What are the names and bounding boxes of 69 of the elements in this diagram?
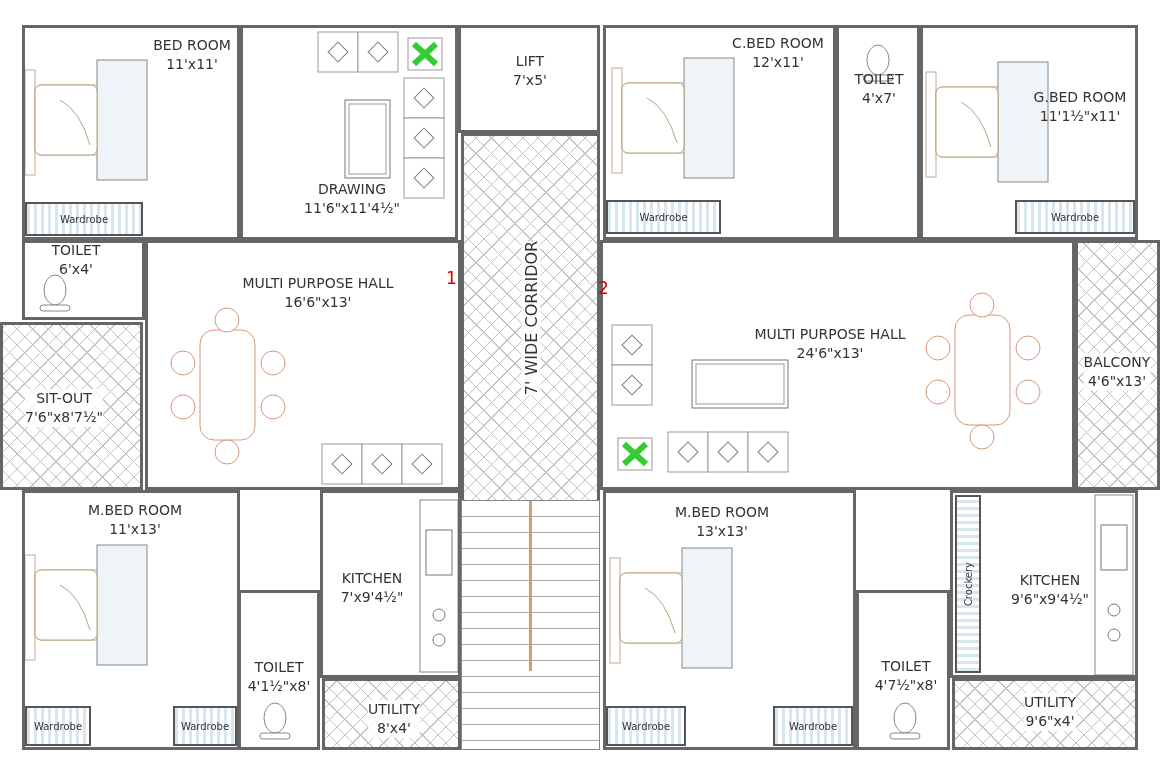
room-name: TOILET (51, 241, 101, 260)
room-name: TOILET (854, 70, 904, 89)
utility-area (322, 678, 461, 750)
bedroom (603, 490, 856, 750)
door-number: 1 (446, 268, 457, 288)
room-dimension: 11'x11' (165, 55, 219, 74)
sit-out (0, 322, 143, 490)
toilet-room (836, 25, 920, 240)
crockery-shelf: Crockery (955, 495, 981, 673)
room-name: SIT-OUT (24, 389, 104, 408)
room-dimension: 11'6"x11'4½" (304, 199, 400, 218)
drawing-room (240, 25, 458, 240)
door-number: 2 (598, 278, 609, 298)
wardrobe: Wardrobe (173, 706, 237, 746)
room-name: C.BED ROOM (732, 34, 824, 53)
room-name: DRAWING (316, 180, 387, 199)
toilet-room (856, 590, 950, 750)
wardrobe: Wardrobe (25, 706, 91, 746)
room-dimension: 4'1½"x8' (247, 677, 311, 696)
room-dimension: 7'x9'4½" (340, 588, 404, 607)
room-dimension: 8'x4' (368, 719, 420, 738)
room-name: KITCHEN (1018, 571, 1082, 590)
room-name: M.BED ROOM (87, 501, 183, 520)
room-dimension: 11'x13' (108, 520, 162, 539)
room-dimension: 24'6"x13' (795, 344, 865, 363)
wardrobe: Wardrobe (1015, 200, 1135, 234)
room-name: UTILITY (368, 700, 420, 719)
room-name: 7' WIDE CORRIDOR (521, 240, 541, 396)
room-name: M.BED ROOM (674, 503, 770, 522)
hall (600, 240, 1075, 490)
room-name: MULTI PURPOSE HALL (754, 325, 906, 344)
utility-area (952, 678, 1138, 750)
room-name: G.BED ROOM (1033, 88, 1127, 107)
room-name: KITCHEN (340, 569, 404, 588)
room-name: TOILET (253, 658, 305, 677)
room-name: TOILET (880, 657, 932, 676)
balcony (1075, 240, 1160, 490)
corridor (461, 133, 600, 500)
room-dimension: 7'6"x8'7½" (24, 408, 104, 427)
room-name: LIFT (514, 52, 546, 71)
room-dimension: 4'6"x13' (1083, 372, 1151, 391)
lift-shaft (458, 25, 600, 133)
room-name: UTILITY (1024, 693, 1076, 712)
kitchen (950, 490, 1138, 678)
room-name: BED ROOM (153, 36, 231, 55)
bedroom (603, 25, 836, 240)
toilet-room (22, 240, 145, 320)
bedroom (22, 25, 240, 240)
wardrobe: Wardrobe (25, 202, 143, 236)
hall (145, 240, 461, 490)
room-dimension: 11'1½"x11' (1038, 107, 1122, 126)
kitchen (320, 490, 461, 678)
room-name: MULTI PURPOSE HALL (242, 274, 394, 293)
toilet-room (238, 590, 320, 750)
room-dimension: 13'x13' (695, 522, 749, 541)
wardrobe: Wardrobe (773, 706, 853, 746)
room-dimension: 7'x5' (513, 71, 547, 90)
room-dimension: 6'x4' (58, 260, 94, 279)
room-dimension: 12'x11' (751, 53, 805, 72)
room-dimension: 4'7½"x8' (874, 676, 938, 695)
room-name: BALCONY (1083, 353, 1151, 372)
bedroom (22, 490, 240, 750)
bedroom (920, 25, 1138, 240)
wardrobe: Wardrobe (606, 200, 721, 234)
room-dimension: 16'6"x13' (283, 293, 353, 312)
wardrobe: Wardrobe (606, 706, 686, 746)
room-dimension: 9'6"x9'4½" (1010, 590, 1090, 609)
room-dimension: 4'x7' (861, 89, 897, 108)
room-dimension: 9'6"x4' (1024, 712, 1076, 731)
